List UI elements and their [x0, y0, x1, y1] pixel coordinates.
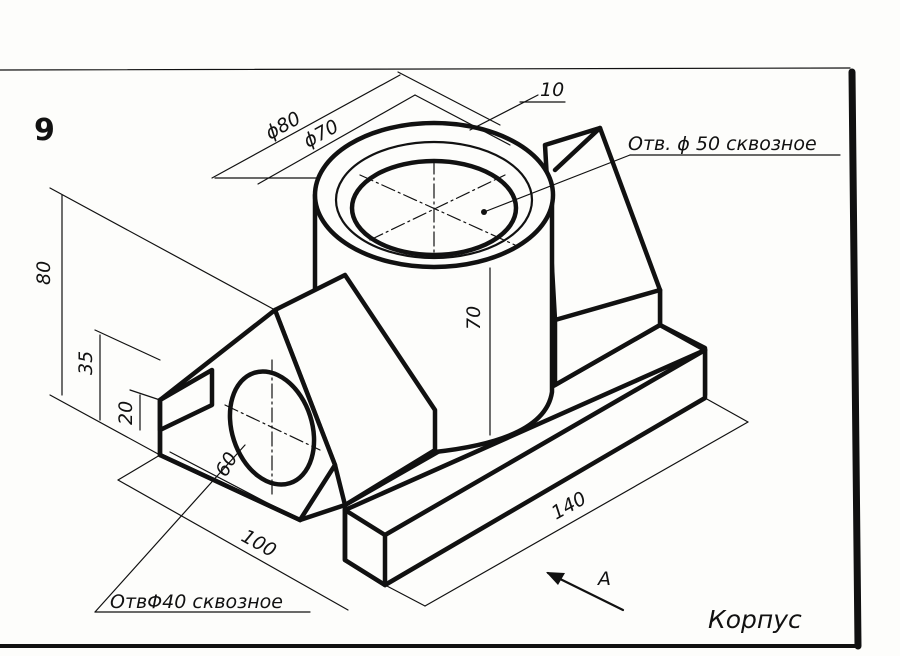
- dim-height-80: 80: [33, 261, 55, 285]
- dim-height-20: 20: [115, 401, 137, 425]
- frame-top-edge: [0, 67, 851, 71]
- dim-length-140: 140: [548, 488, 590, 525]
- dim-width-100: 100: [238, 525, 280, 562]
- hole50-leader-dot: [481, 209, 487, 215]
- frame-right-border: [848, 68, 862, 650]
- base-plate: [342, 287, 708, 588]
- dim-height-35: 35: [75, 351, 97, 375]
- dim-wall-10: 10: [540, 79, 564, 101]
- dim-height-70: 70: [463, 306, 485, 330]
- dim-diameter-70: ϕ70: [300, 115, 343, 152]
- dimension-lines: [49, 71, 841, 613]
- drawing-number: 9: [34, 113, 55, 148]
- view-arrow-head: [546, 572, 565, 585]
- note-hole-40: ОтвΦ40 сквозное: [110, 591, 283, 613]
- view-label-a: A: [596, 568, 611, 590]
- drawing-title: Корпус: [708, 605, 802, 634]
- back-rib: [542, 125, 663, 388]
- hole-40: [224, 359, 321, 496]
- note-hole-50: Отв. ϕ 50 сквозное: [628, 133, 817, 155]
